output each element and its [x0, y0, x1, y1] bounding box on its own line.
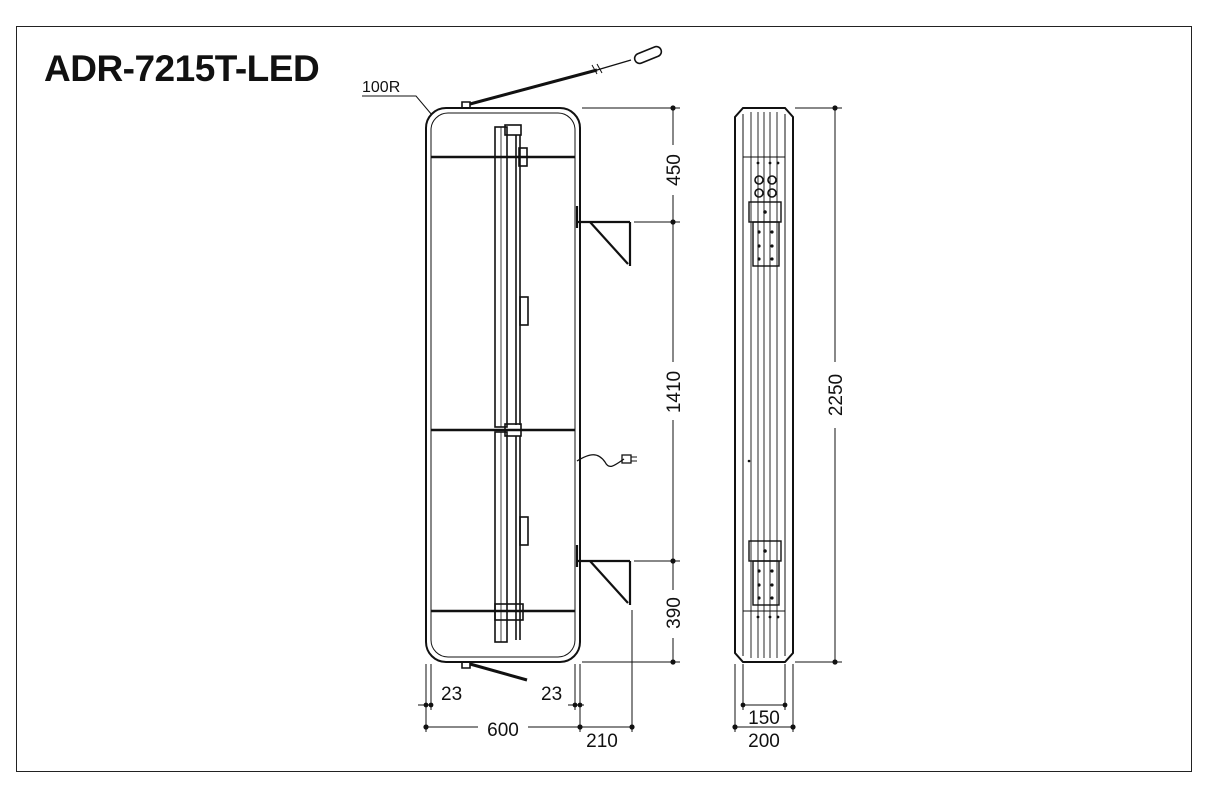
- led-socket-lower: [494, 603, 524, 621]
- dim-width: 600: [487, 720, 519, 741]
- front-dimensions: [418, 107, 680, 732]
- model-title: ADR-7215T-LED: [44, 48, 320, 89]
- led-socket-middle: [504, 423, 522, 437]
- radius-leader: [362, 95, 433, 116]
- dim-side-outer: 200: [748, 731, 780, 752]
- top-plug-icon: [633, 45, 663, 65]
- dim-left-margin: 23: [441, 684, 462, 705]
- bracket-base-upper: [752, 221, 780, 267]
- wall-bracket-lower: [575, 545, 632, 605]
- power-plug-icon: [621, 454, 637, 464]
- power-cord: [576, 454, 625, 468]
- mount-hole: [754, 175, 764, 185]
- led-ballast-lower: [519, 516, 529, 546]
- sign-body-inner: [430, 112, 576, 658]
- dim-side-inner: 150: [748, 708, 780, 729]
- drawing-frame: [16, 26, 1192, 772]
- mount-hole: [754, 188, 764, 198]
- radius-label: 100R: [362, 79, 400, 96]
- top-cable: [469, 68, 598, 106]
- bottom-cable: [469, 662, 528, 682]
- led-clip: [518, 147, 528, 167]
- dim-bracket-depth: 210: [586, 731, 618, 752]
- mount-hole: [767, 175, 777, 185]
- dim-top-section: 450: [664, 154, 685, 186]
- led-ballast-upper: [519, 296, 529, 326]
- front-view: [362, 45, 663, 682]
- wall-bracket-upper: [575, 206, 632, 266]
- dim-right-margin: 23: [541, 684, 562, 705]
- led-socket-upper: [504, 124, 522, 136]
- bottom-mount: [461, 663, 471, 669]
- dimension-dots: [423, 105, 838, 730]
- dim-total-height: 2250: [826, 374, 847, 416]
- sign-body-outer: [425, 107, 581, 663]
- bracket-base-lower: [752, 560, 780, 606]
- side-body-outer: [734, 107, 794, 663]
- dim-bottom-section: 390: [664, 597, 685, 629]
- mount-hole: [767, 188, 777, 198]
- dim-middle-section: 1410: [664, 371, 685, 413]
- top-mount: [461, 101, 471, 107]
- side-view: [734, 107, 794, 663]
